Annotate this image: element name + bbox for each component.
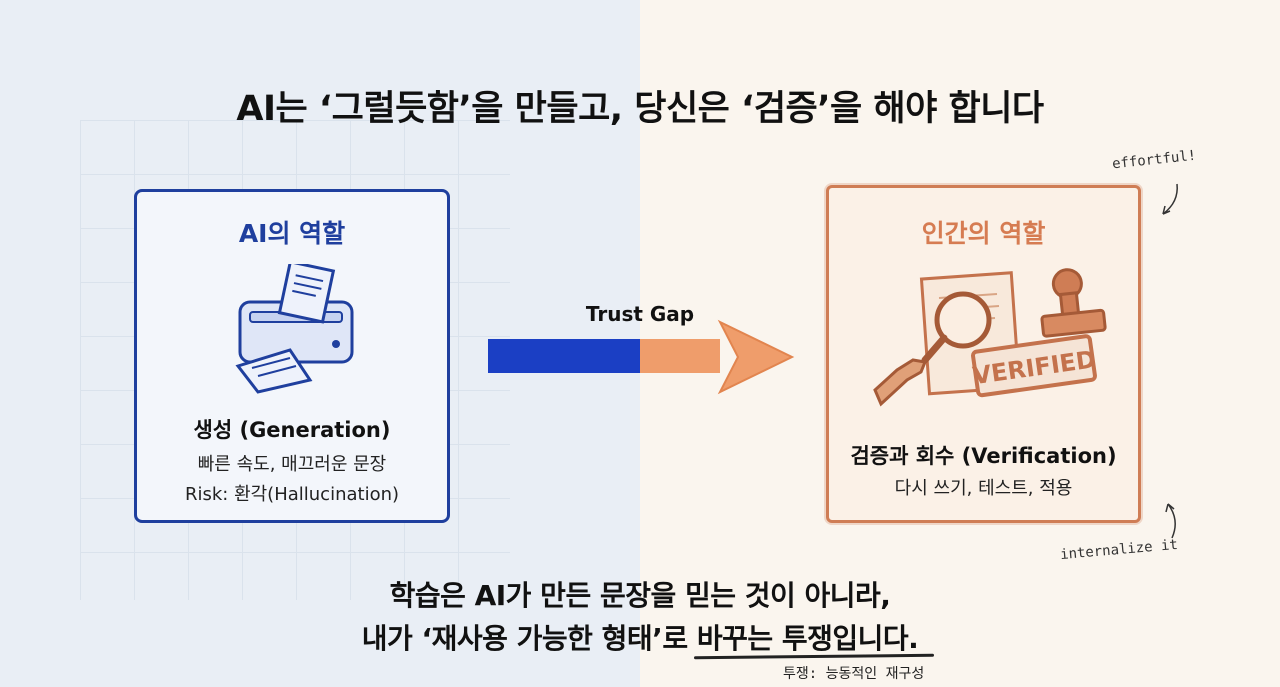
arrow-head-icon xyxy=(717,319,795,395)
printer-icon xyxy=(235,264,354,394)
ai-role-heading: 생성 (Generation) xyxy=(193,418,391,442)
bottom-line2: 내가 ‘재사용 가능한 형태’로 바꾸는 투쟁입니다. xyxy=(361,622,919,655)
bottom-line1: 학습은 AI가 만든 문장을 믿는 것이 아니라, xyxy=(389,579,891,612)
human-role-line1: 다시 쓰기, 테스트, 적용 xyxy=(894,478,1073,499)
arrow-shaft-blue xyxy=(488,339,640,373)
human-role-box: 인간의 역할 VERIFIED 검증과 회수 (Verification) 다시… xyxy=(826,185,1141,523)
verify-document-icon: VERIFIED xyxy=(873,268,1107,407)
curved-arrow-up-icon xyxy=(1165,503,1176,539)
trust-gap-label: Trust Gap xyxy=(585,302,695,326)
ai-role-title: AI의 역할 xyxy=(238,219,346,248)
ai-role-line1: 빠른 속도, 매끄러운 문장 xyxy=(197,454,387,475)
curved-arrow-icon xyxy=(1162,183,1178,215)
arrow-shaft-orange xyxy=(640,339,720,373)
page-title: AI는 ‘그럴듯함’을 만들고, 당신은 ‘검증’을 해야 합니다 xyxy=(236,89,1044,129)
ai-role-line2: Risk: 환각(Hallucination) xyxy=(184,484,400,505)
footnote: 투쟁: 능동적인 재구성 xyxy=(783,666,925,682)
human-role-heading: 검증과 회수 (Verification) xyxy=(850,444,1117,468)
ai-role-box: AI의 역할 생성 (Generation) 빠른 속도, 매끄러운 문장 Ri… xyxy=(134,189,450,523)
human-role-title: 인간의 역할 xyxy=(921,219,1046,248)
